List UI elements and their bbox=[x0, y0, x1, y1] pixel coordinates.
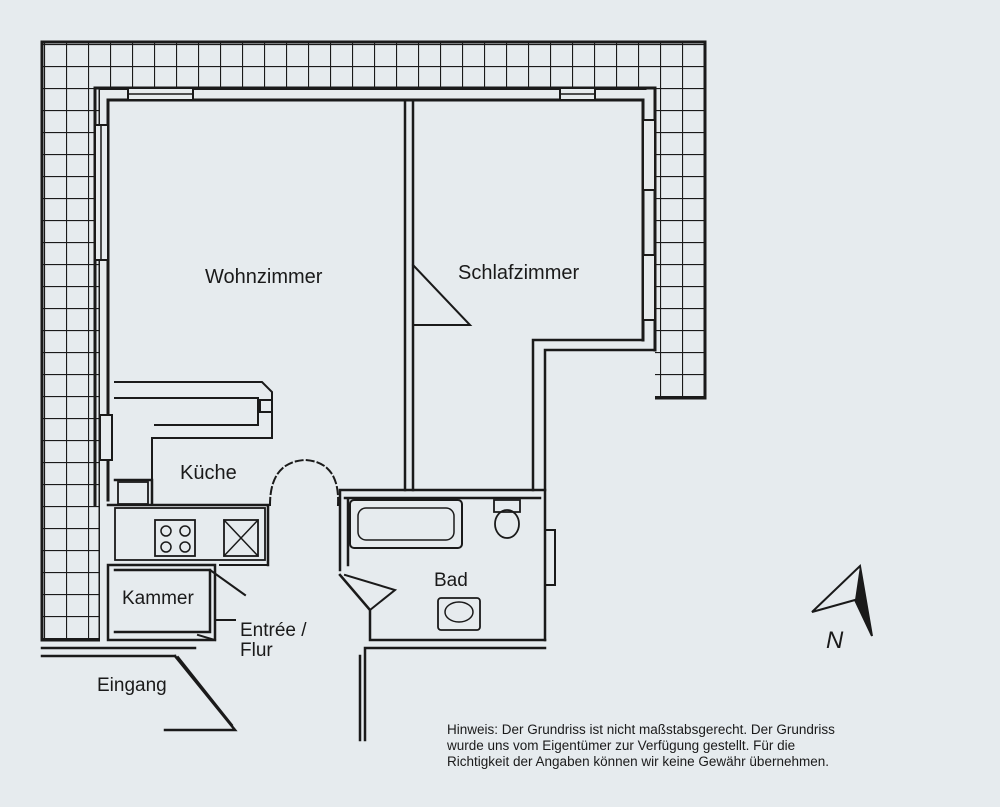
toilet-bowl bbox=[494, 509, 520, 539]
kitchen-partition bbox=[114, 381, 273, 506]
label-kammer: Kammer bbox=[122, 588, 194, 609]
stove-burner bbox=[179, 525, 191, 537]
disclaimer-line: Richtigkeit der Angaben können wir keine… bbox=[447, 754, 829, 769]
window-bedroom-east-2 bbox=[642, 254, 656, 321]
apartment-floor bbox=[100, 90, 655, 740]
window-kitchen-west bbox=[99, 414, 113, 461]
washbasin bbox=[437, 597, 481, 631]
label-entree: Entrée / bbox=[240, 620, 307, 641]
label-schlafzimmer: Schlafzimmer bbox=[458, 262, 579, 284]
stove-burner bbox=[160, 541, 172, 553]
label-bad: Bad bbox=[434, 570, 468, 591]
kammer-door bbox=[208, 568, 247, 621]
window-bath-east bbox=[544, 529, 556, 586]
bedroom-south-wall bbox=[531, 338, 657, 642]
toilet bbox=[493, 499, 521, 513]
stove-burner bbox=[179, 541, 191, 553]
bath-door-swing bbox=[343, 573, 398, 612]
kitchen-door-swing bbox=[268, 458, 340, 507]
bathtub-inner bbox=[357, 507, 455, 541]
hall-wall-west bbox=[196, 564, 269, 642]
fridge-cross bbox=[222, 518, 260, 558]
entrance-door-swing bbox=[176, 655, 234, 727]
label-kueche: Küche bbox=[180, 462, 237, 484]
disclaimer-note: Hinweis: Der Grundriss ist nicht maßstab… bbox=[447, 722, 987, 770]
kitchen-counter bbox=[114, 507, 266, 561]
partition-wall bbox=[403, 98, 415, 492]
disclaimer-line: wurde uns vom Eigentümer zur Verfügung g… bbox=[447, 738, 796, 753]
kitchen-sink bbox=[117, 481, 149, 505]
bathtub bbox=[349, 499, 463, 549]
window-bedroom-east-1 bbox=[642, 119, 656, 191]
bedroom-door-swing bbox=[411, 263, 473, 326]
label-eingang: Eingang bbox=[97, 675, 167, 696]
corridor-wall bbox=[40, 646, 547, 742]
fridge bbox=[223, 519, 259, 557]
kitchen-stove bbox=[154, 519, 196, 557]
kitchen-wall bbox=[106, 478, 270, 567]
label-flur: Flur bbox=[240, 640, 273, 661]
north-arrow-icon: N bbox=[811, 563, 873, 654]
kitchen-vent bbox=[259, 399, 273, 413]
bath-wall bbox=[338, 488, 547, 642]
stove-burner bbox=[160, 525, 172, 537]
label-wohnzimmer: Wohnzimmer bbox=[205, 266, 323, 288]
washbasin-bowl bbox=[444, 601, 474, 623]
north-label: N bbox=[826, 627, 844, 654]
disclaimer-line: Hinweis: Der Grundriss ist nicht maßstab… bbox=[447, 722, 835, 737]
